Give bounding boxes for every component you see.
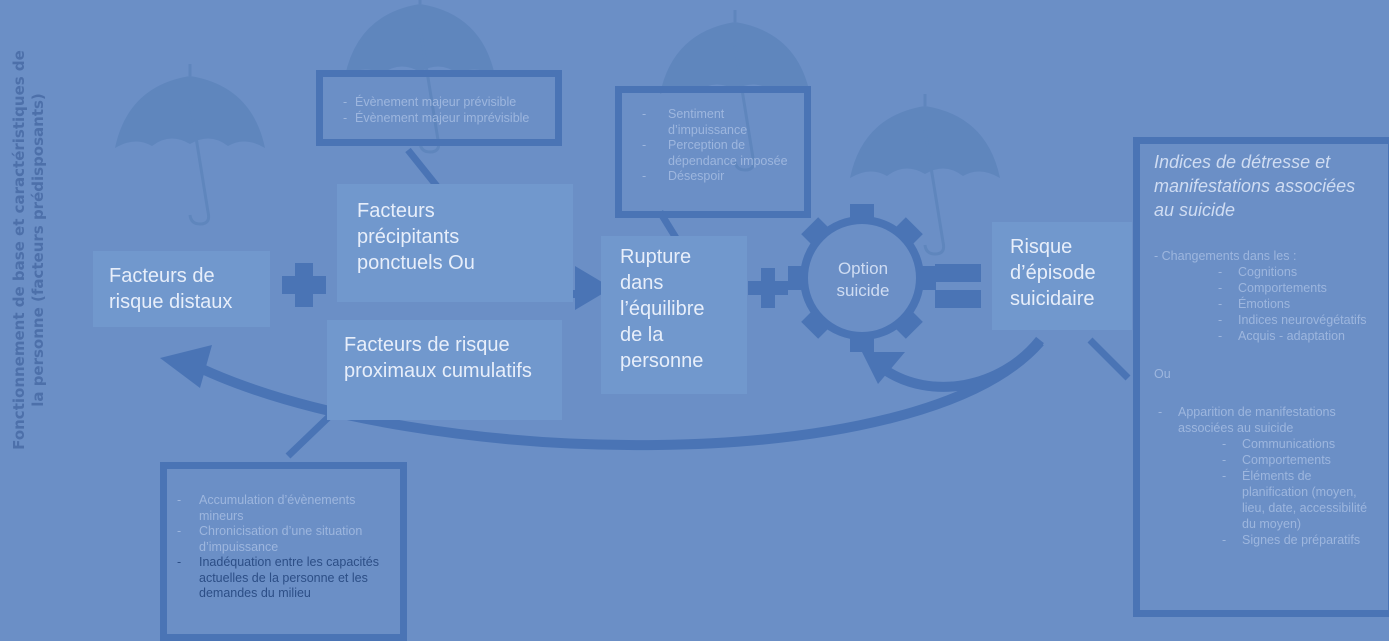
umbrella-icon — [848, 92, 1002, 256]
apparition-label: - Apparition de manifestations associées… — [1158, 405, 1336, 435]
indice-item: Comportements — [1214, 280, 1372, 296]
proximaux-callout: Accumulation d’évènements mineurs Chroni… — [160, 462, 407, 641]
rupture-callout: Sentiment d’impuissance Perception de dé… — [615, 86, 811, 218]
box-label: Facteurs précipitants ponctuels Ou — [357, 200, 475, 274]
precipitating-factors-box: Facteurs précipitants ponctuels Ou — [337, 184, 573, 302]
apparition-text: Apparition de manifestations associées a… — [1178, 405, 1336, 435]
rupture-box: Rupture dans l’équilibre de la personne — [601, 236, 747, 394]
suicide-risk-box: Risque d’épisode suicidaire — [992, 222, 1132, 330]
box-label: Facteurs de risque proximaux cumulatifs — [344, 334, 532, 382]
box-label: Rupture dans l’équilibre de la personne — [620, 246, 705, 372]
box-label: Risque d’épisode suicidaire — [1010, 236, 1096, 310]
ou-label: Ou — [1154, 367, 1171, 381]
callout-item: Accumulation d’évènements mineurs — [175, 493, 392, 524]
callout-item: Évènement majeur prévisible — [341, 95, 547, 111]
callout-item: Sentiment d’impuissance — [640, 107, 796, 138]
gear-icon — [788, 204, 936, 352]
callout-item: Évènement majeur imprévisible — [341, 111, 547, 127]
distal-risk-box: Facteurs de risque distaux — [93, 251, 270, 327]
proximal-factors-box: Facteurs de risque proximaux cumulatifs — [327, 320, 562, 420]
plus-icon — [282, 263, 326, 307]
plus-icon — [748, 268, 788, 308]
arrow-left-icon — [160, 345, 212, 388]
indice-item: Émotions — [1214, 296, 1372, 312]
manifestation-item: Comportements — [1218, 452, 1372, 468]
precipitants-callout: Évènement majeur prévisible Évènement ma… — [316, 70, 562, 146]
callout-item: Chronicisation d’une situation d’impuiss… — [175, 524, 392, 555]
manifestation-item: Éléments de planification (moyen, lieu, … — [1218, 468, 1372, 532]
changes-label: - Changements dans les : — [1154, 249, 1297, 263]
callout-item: Perception de dépendance imposée — [640, 138, 796, 169]
indices-panel: Indices de détresse et manifestations as… — [1133, 137, 1389, 617]
indice-item: Indices neurovégétatifs — [1214, 312, 1372, 328]
equals-icon — [935, 264, 981, 308]
box-label: Facteurs de risque distaux — [109, 265, 233, 313]
indice-item: Acquis - adaptation — [1214, 328, 1372, 344]
arrow-left-icon — [862, 352, 905, 384]
side-title: Fonctionnement de base et caractéristiqu… — [10, 50, 47, 450]
option-suicide-label: Option suicide — [836, 259, 890, 300]
umbrella-icon — [113, 62, 267, 226]
callout-item: Désespoir — [640, 169, 796, 185]
indices-title: Indices de détresse et manifestations as… — [1154, 152, 1356, 220]
indice-item: Cognitions — [1214, 264, 1372, 280]
manifestation-item: Communications — [1218, 436, 1372, 452]
manifestation-item: Signes de préparatifs — [1218, 532, 1372, 548]
callout-item: Inadéquation entre les capacités actuell… — [175, 555, 392, 602]
